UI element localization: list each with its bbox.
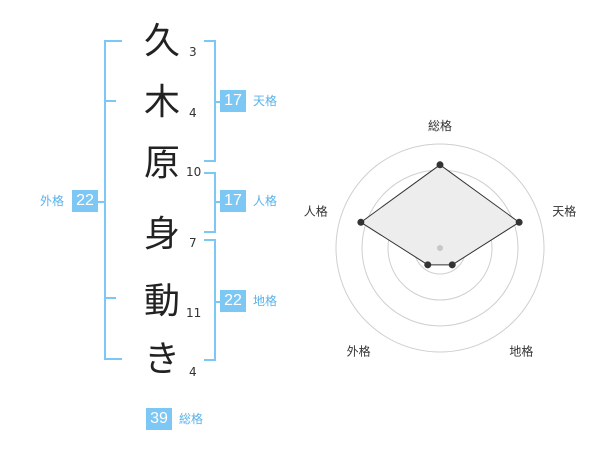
- stroke-count-2: 4: [189, 106, 197, 120]
- radar-point-1: [436, 161, 444, 169]
- name-char-1: 久: [143, 21, 180, 62]
- stroke-count-5: 11: [186, 306, 202, 320]
- name-char-5: 動: [143, 281, 180, 322]
- tenkaku-value-badge: 17: [220, 90, 246, 112]
- outer-bracket-tick: [104, 297, 116, 299]
- outer-bracket: [104, 40, 122, 360]
- name-char-2: 木: [143, 82, 180, 123]
- stroke-count-4: 7: [189, 236, 197, 250]
- radar-axis-label-4: 外格: [347, 343, 371, 358]
- chikaku-value-badge: 22: [220, 290, 246, 312]
- radar-point-3: [448, 261, 456, 269]
- radar-center-dot: [437, 245, 443, 251]
- name-char-4: 身: [143, 214, 180, 255]
- stroke-count-3: 10: [186, 165, 202, 179]
- gaikaku-value-badge: 22: [72, 190, 98, 212]
- radar-axis-label-3: 地格: [509, 343, 533, 358]
- name-char-6: き: [143, 339, 180, 380]
- radar-axis-label-1: 総格: [428, 118, 452, 133]
- outer-bracket-tick: [104, 100, 116, 102]
- radar-ring: [335, 143, 545, 353]
- jinkaku-bracket-connector: [214, 201, 220, 203]
- outer-bracket-connector: [98, 201, 106, 203]
- jinkaku-label: 人格: [253, 194, 278, 208]
- stroke-count-1: 3: [189, 45, 197, 59]
- stroke-count-6: 4: [189, 365, 197, 379]
- soukaku-label: 総格: [179, 412, 204, 426]
- radar-area: [359, 164, 521, 266]
- gaikaku-label: 外格: [40, 194, 65, 208]
- chikaku-label: 地格: [253, 294, 278, 308]
- chikaku-bracket-connector: [214, 301, 220, 303]
- radar-point-5: [357, 218, 365, 226]
- radar-axis-label-2: 天格: [552, 204, 576, 219]
- name-char-3: 原: [143, 143, 180, 184]
- radar-point-4: [424, 261, 432, 269]
- radar-axis-label-5: 人格: [304, 204, 328, 219]
- soukaku-value-badge: 39: [146, 408, 172, 430]
- tenkaku-label: 天格: [253, 94, 278, 108]
- chikaku-bracket: [204, 239, 216, 361]
- tenkaku-bracket-connector: [214, 101, 220, 103]
- jinkaku-value-badge: 17: [220, 190, 246, 212]
- radar-point-2: [515, 218, 523, 226]
